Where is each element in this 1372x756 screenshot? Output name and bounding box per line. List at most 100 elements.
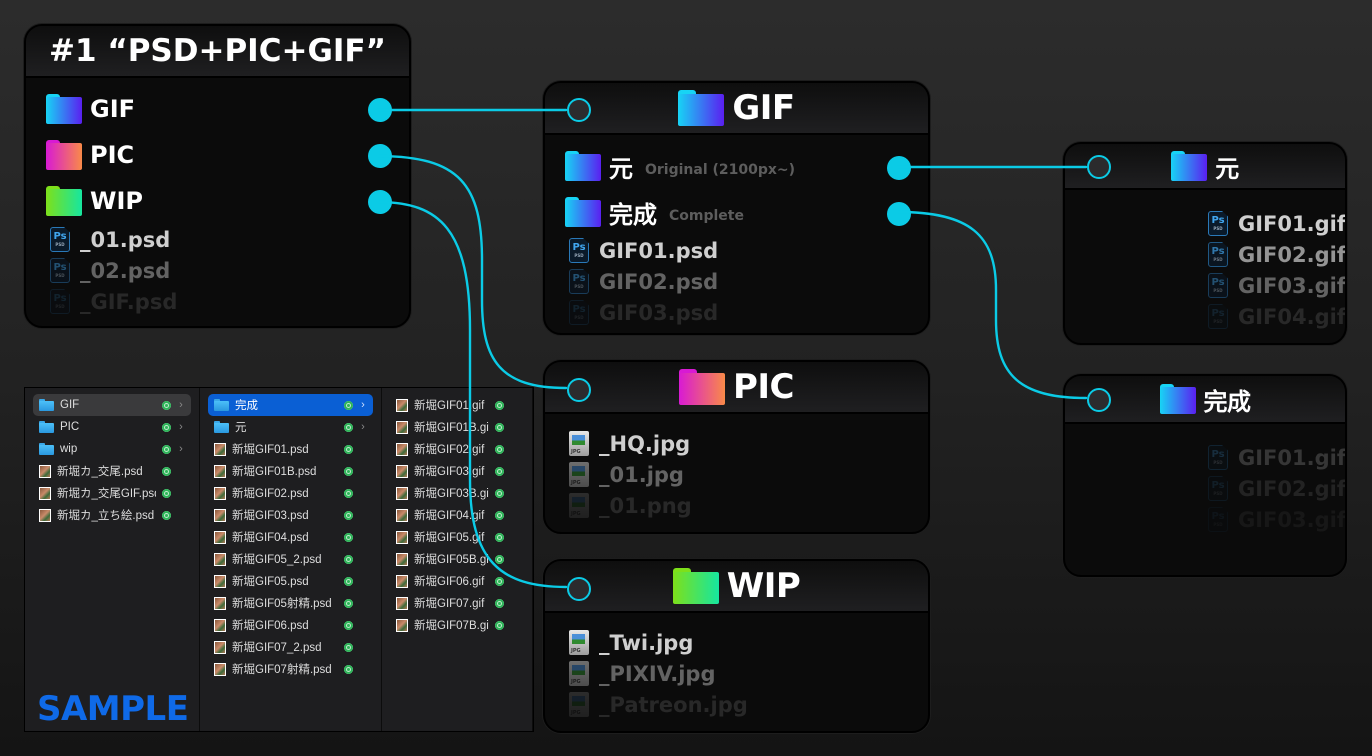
finder-file-item[interactable]: 新堀GIF01.gif [390, 394, 524, 416]
wip-node[interactable]: WIP _Twi.jpg _PIXIV.jpg _Patreon.jpg [543, 559, 930, 733]
image-thumbnail-icon [396, 464, 408, 478]
finder-file-item[interactable]: 新堀GIF06.psd [208, 614, 373, 636]
input-port[interactable] [1087, 388, 1111, 412]
input-port[interactable] [1087, 155, 1111, 179]
finder-item-name: 新堀GIF05射精.psd [232, 598, 332, 610]
wip-node-header[interactable]: WIP [545, 561, 928, 613]
root-folder-gif[interactable]: GIF [46, 86, 389, 132]
input-port[interactable] [567, 378, 591, 402]
finder-file-item[interactable]: 新堀GIF07_2.psd [208, 636, 373, 658]
sync-status-icon [344, 620, 353, 630]
file-item[interactable]: _01.png [569, 490, 908, 521]
finder-file-item[interactable]: 新堀GIF06.gif [390, 570, 524, 592]
image-thumbnail-icon [214, 530, 226, 544]
complete-node-header[interactable]: 完成 [1065, 376, 1345, 424]
pic-node[interactable]: PIC _HQ.jpg _01.jpg _01.png [543, 360, 930, 534]
finder-file-item[interactable]: 新堀GIF03.gif [390, 460, 524, 482]
file-item[interactable]: _Twi.jpg [569, 627, 908, 658]
finder-file-item[interactable]: 新堀GIF01B.gif [390, 416, 524, 438]
finder-file-item[interactable]: 新堀カ_立ち絵.psd [33, 504, 191, 526]
finder-file-item[interactable]: 新堀GIF04.gif [390, 504, 524, 526]
output-port-complete[interactable] [887, 202, 911, 226]
file-item[interactable]: _HQ.jpg [569, 428, 908, 459]
output-port-gif[interactable] [368, 98, 392, 122]
finder-file-item[interactable]: 新堀GIF02.psd [208, 482, 373, 504]
file-item[interactable]: _Patreon.jpg [569, 689, 908, 720]
finder-item-name: 新堀GIF03.psd [232, 510, 309, 522]
finder-folder-item[interactable]: wip› [33, 438, 191, 460]
finder-file-item[interactable]: 新堀GIF07B.gif [390, 614, 524, 636]
finder-file-item[interactable]: 新堀GIF03.psd [208, 504, 373, 526]
original-node-header[interactable]: 元 [1065, 144, 1345, 190]
image-file-icon [569, 462, 589, 487]
finder-file-item[interactable]: 新堀GIF02.gif [390, 438, 524, 460]
finder-file-item[interactable]: 新堀GIF04.psd [208, 526, 373, 548]
sync-status-icon [495, 400, 504, 410]
gif-folder-complete[interactable]: 完成 Complete [565, 189, 908, 235]
file-item[interactable]: _PIXIV.jpg [569, 658, 908, 689]
finder-file-item[interactable]: 新堀カ_交尾GIF.psd [33, 482, 191, 504]
root-folder-wip[interactable]: WIP [46, 178, 389, 224]
finder-file-item[interactable]: 新堀GIF05.psd [208, 570, 373, 592]
file-name: _Patreon.jpg [599, 692, 748, 717]
image-thumbnail-icon [39, 464, 51, 478]
pic-node-header[interactable]: PIC [545, 362, 928, 414]
finder-item-name: 新堀GIF06.gif [414, 576, 485, 588]
finder-item-name: 新堀GIF06.psd [232, 620, 309, 632]
finder-file-item[interactable]: 新堀GIF05B.gif [390, 548, 524, 570]
image-thumbnail-icon [396, 574, 408, 588]
finder-folder-item[interactable]: GIF› [33, 394, 191, 416]
output-port-wip[interactable] [368, 190, 392, 214]
finder-item-name: 新堀カ_交尾.psd [57, 466, 143, 478]
finder-file-item[interactable]: 新堀GIF01B.psd [208, 460, 373, 482]
finder-folder-item[interactable]: PIC› [33, 416, 191, 438]
folder-icon [46, 186, 82, 216]
output-port-original[interactable] [887, 156, 911, 180]
output-port-pic[interactable] [368, 144, 392, 168]
sync-status-icon [495, 422, 504, 432]
finder-file-item[interactable]: 新堀GIF03B.gif [390, 482, 524, 504]
finder-file-item[interactable]: 新堀GIF07.gif [390, 592, 524, 614]
folder-icon [214, 399, 229, 411]
finder-file-item[interactable]: 新堀GIF05射精.psd [208, 592, 373, 614]
finder-file-item[interactable]: 新堀GIF05.gif [390, 526, 524, 548]
root-folder-pic[interactable]: PIC [46, 132, 389, 178]
finder-folder-item[interactable]: 元› [208, 416, 373, 438]
finder-file-item[interactable]: 新堀カ_交尾.psd [33, 460, 191, 482]
root-node-header[interactable]: #1 “PSD+PIC+GIF” [26, 26, 409, 78]
gif-node-header[interactable]: GIF [545, 83, 928, 135]
finder-file-item[interactable]: 新堀GIF05_2.psd [208, 548, 373, 570]
input-port[interactable] [567, 577, 591, 601]
sync-status-icon [495, 510, 504, 520]
file-item[interactable]: _01.jpg [569, 459, 908, 490]
file-name: _PIXIV.jpg [599, 661, 716, 686]
finder-file-item[interactable]: 新堀GIF01.psd [208, 438, 373, 460]
gif-folder-original[interactable]: 元 Original (2100px~) [565, 143, 908, 189]
finder-file-item[interactable]: 新堀GIF07射精.psd [208, 658, 373, 680]
input-port[interactable] [567, 98, 591, 122]
sync-status-icon [162, 510, 171, 520]
finder-folder-item[interactable]: 完成› [208, 394, 373, 416]
